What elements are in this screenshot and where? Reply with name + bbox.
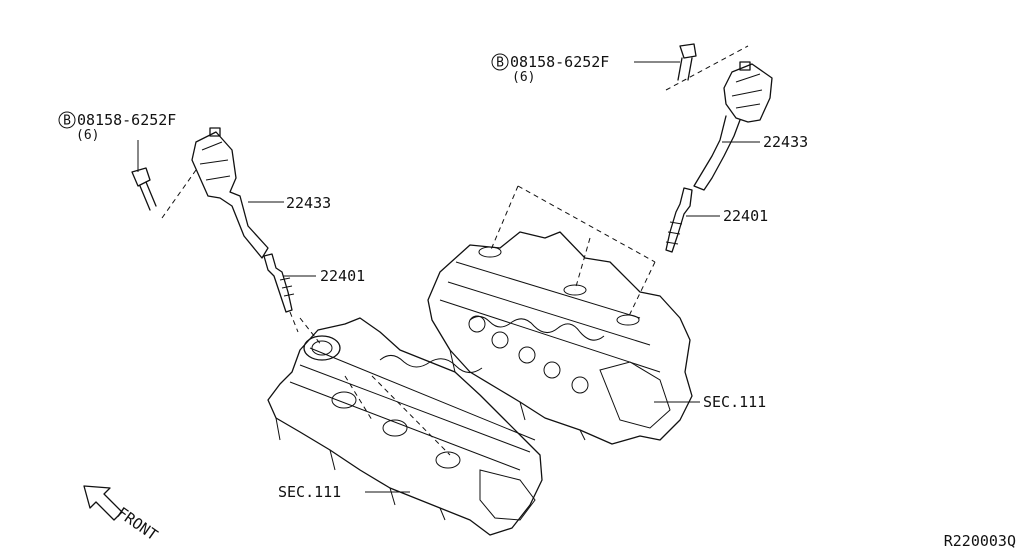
spark-plug-left: [263, 253, 299, 333]
callout-bolt-right: B 08158-6252F (6): [491, 53, 609, 85]
label-coil-left: 22433: [286, 194, 331, 212]
front-arrow: FRONT: [83, 485, 161, 545]
cylinder-head-left: [267, 317, 543, 536]
bolt-part-right: 08158-6252F: [510, 53, 609, 71]
ignition-coil-right: [693, 61, 773, 191]
label-plug-left: 22401: [320, 267, 365, 285]
bolt-part-left: 08158-6252F: [77, 111, 176, 129]
bolt-qty-right: (6): [512, 70, 535, 85]
assembly-dash-left: [299, 317, 451, 456]
label-sec-left: SEC.111: [278, 483, 341, 501]
spark-plug-right: [665, 187, 693, 253]
reference-code: R220003Q: [944, 532, 1016, 550]
label-sec-right: SEC.111: [703, 393, 766, 411]
bolt-right: [677, 43, 697, 81]
bolt-dash-right: [665, 45, 749, 91]
callout-bolt-left: B 08158-6252F (6): [58, 111, 176, 143]
cylinder-head-right: [427, 231, 693, 445]
bolt-qty-left: (6): [76, 128, 99, 143]
label-coil-right: 22433: [763, 133, 808, 151]
front-label: FRONT: [114, 504, 161, 545]
bolt-marker-right: B: [496, 56, 504, 71]
label-plug-right: 22401: [723, 207, 768, 225]
bolt-left: [131, 167, 157, 211]
bolt-dash-left: [161, 169, 197, 219]
assembly-dash-right: [489, 185, 656, 319]
ignition-coil-left: [191, 127, 269, 259]
bolt-marker-left: B: [63, 114, 71, 129]
